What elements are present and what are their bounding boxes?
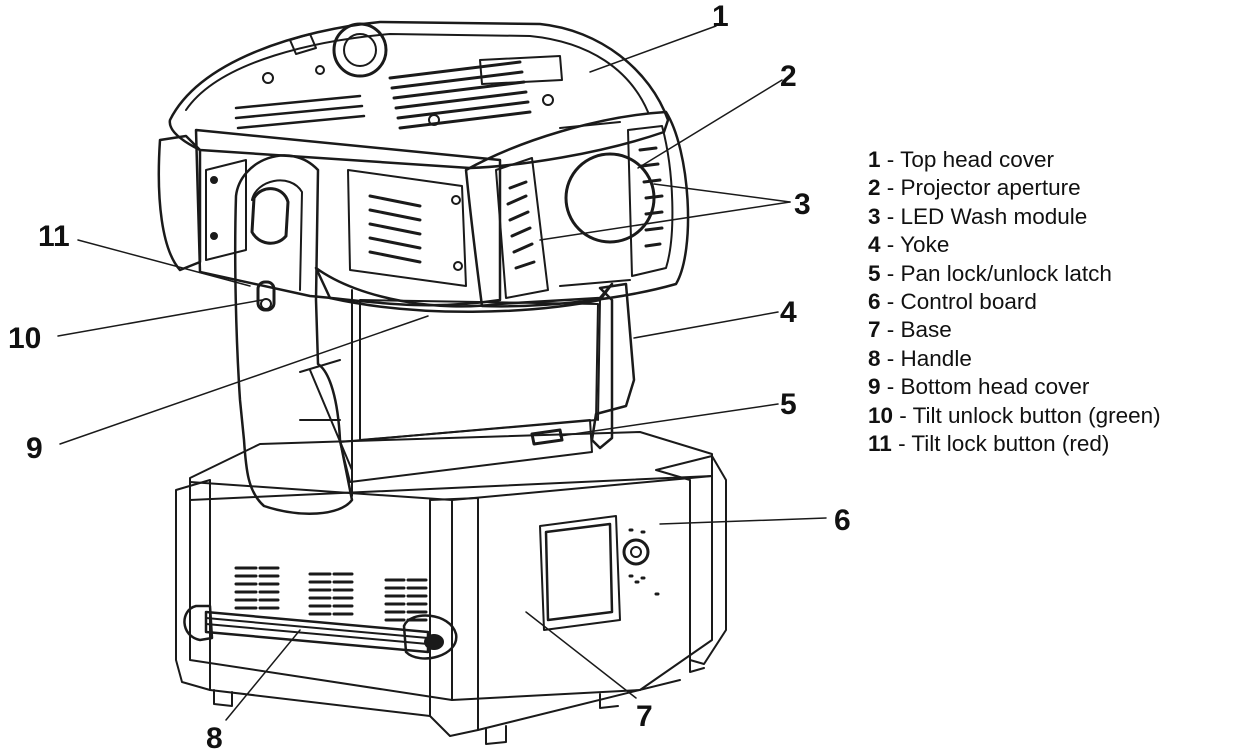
legend-label: - Tilt unlock button (green) bbox=[899, 402, 1161, 428]
base-corner-bumper-left bbox=[175, 479, 211, 691]
led-wash-module-left bbox=[495, 157, 549, 299]
callout-9: 9 bbox=[26, 432, 43, 465]
legend-label: - Bottom head cover bbox=[886, 374, 1090, 400]
callout-11: 11 bbox=[38, 220, 70, 253]
legend-number: 4 bbox=[868, 232, 881, 258]
leader-1 bbox=[589, 25, 717, 73]
legend-number: 11 bbox=[868, 431, 892, 457]
base-vents bbox=[234, 566, 428, 622]
base-right-bumper bbox=[655, 455, 727, 665]
legend-item: 7 - Base bbox=[868, 316, 1260, 344]
base-bottom-edge-right bbox=[477, 679, 681, 731]
leader-lines bbox=[57, 25, 827, 721]
leader-10 bbox=[57, 299, 263, 337]
base-feet bbox=[213, 659, 705, 745]
legend-item: 8 - Handle bbox=[868, 345, 1260, 373]
legend-item: 6 - Control board bbox=[868, 288, 1260, 316]
yoke-crossbar bbox=[339, 419, 593, 483]
control-display bbox=[544, 522, 614, 622]
legend-number: 6 bbox=[868, 289, 881, 315]
callout-10: 10 bbox=[8, 322, 41, 355]
leader-5 bbox=[559, 403, 779, 437]
projector-aperture bbox=[564, 152, 656, 244]
base-drawing bbox=[175, 431, 727, 745]
legend-number: 9 bbox=[868, 374, 881, 400]
control-knob bbox=[622, 538, 650, 566]
callout-4: 4 bbox=[780, 296, 797, 329]
legend-label: - Top head cover bbox=[886, 147, 1054, 172]
legend-number: 8 bbox=[868, 345, 881, 371]
leader-6 bbox=[659, 517, 827, 525]
yoke-left-arm bbox=[233, 154, 354, 515]
legend-number: 7 bbox=[868, 317, 881, 343]
base-bottom-edge bbox=[209, 689, 431, 717]
callout-6: 6 bbox=[834, 504, 851, 537]
tilt-lock-latch bbox=[250, 187, 290, 245]
legend-item: 11 - Tilt lock button (red) bbox=[868, 430, 1260, 458]
callout-2: 2 bbox=[780, 60, 797, 93]
head-left-side bbox=[157, 134, 202, 272]
leader-2 bbox=[637, 79, 783, 169]
head-drawing bbox=[157, 20, 690, 313]
base-top-panel bbox=[189, 431, 713, 501]
legend-item: 10 - Tilt unlock button (green) bbox=[868, 402, 1260, 430]
led-wash-module-right bbox=[627, 125, 674, 277]
leader-3a bbox=[653, 183, 791, 203]
yoke-drawing bbox=[233, 154, 636, 515]
legend-number: 1 bbox=[868, 147, 881, 172]
legend-label: - Control board bbox=[886, 289, 1037, 315]
legend-number: 10 bbox=[868, 402, 894, 428]
legend: 1 - Top head cover 2 - Projector apertur… bbox=[868, 146, 1260, 458]
legend-item: 1 - Top head cover bbox=[868, 146, 1260, 174]
callout-8: 8 bbox=[206, 722, 223, 749]
legend-number: 2 bbox=[868, 175, 881, 201]
callout-5: 5 bbox=[780, 388, 797, 421]
head-top-cover bbox=[168, 20, 670, 170]
callout-numbers: 1 2 3 4 5 6 7 8 9 10 11 bbox=[8, 0, 851, 749]
leader-11 bbox=[77, 239, 251, 287]
handle-left-cap bbox=[183, 604, 214, 642]
legend-item: 2 - Projector aperture bbox=[868, 174, 1260, 202]
leader-9 bbox=[59, 315, 429, 445]
legend-label: - Yoke bbox=[886, 232, 950, 258]
leader-4 bbox=[633, 311, 779, 339]
callout-1: 1 bbox=[712, 0, 729, 33]
legend-number: 3 bbox=[868, 203, 881, 229]
control-board-drawing bbox=[539, 515, 660, 631]
base-front-right bbox=[451, 475, 713, 701]
leader-3b bbox=[539, 201, 791, 241]
legend-item: 4 - Yoke bbox=[868, 231, 1260, 259]
yoke-right-arm bbox=[590, 282, 636, 450]
legend-item: 9 - Bottom head cover bbox=[868, 373, 1260, 401]
legend-label: - Base bbox=[886, 317, 952, 343]
legend-label: - Pan lock/unlock latch bbox=[886, 260, 1112, 286]
leader-8 bbox=[225, 629, 301, 721]
pan-latch-drawing bbox=[530, 428, 564, 446]
legend-label: - Tilt lock button (red) bbox=[898, 431, 1110, 457]
head-side-panel bbox=[194, 128, 502, 307]
legend-number: 5 bbox=[868, 260, 881, 286]
handle-drawing bbox=[183, 604, 458, 660]
legend-item: 5 - Pan lock/unlock latch bbox=[868, 260, 1260, 288]
top-fan-icon bbox=[332, 22, 388, 78]
legend-label: - LED Wash module bbox=[886, 203, 1088, 229]
handle-right-cap bbox=[402, 614, 458, 660]
callout-7: 7 bbox=[636, 700, 653, 733]
base-corner-bumper-center bbox=[429, 497, 479, 737]
legend-label: - Projector aperture bbox=[886, 175, 1081, 201]
callout-3: 3 bbox=[794, 188, 811, 221]
yoke-inner-panel bbox=[359, 299, 599, 441]
head-front-face bbox=[464, 110, 690, 308]
leader-7 bbox=[525, 611, 637, 699]
side-plate bbox=[347, 169, 467, 287]
legend-label: - Handle bbox=[886, 345, 972, 371]
legend-item: 3 - LED Wash module bbox=[868, 203, 1260, 231]
